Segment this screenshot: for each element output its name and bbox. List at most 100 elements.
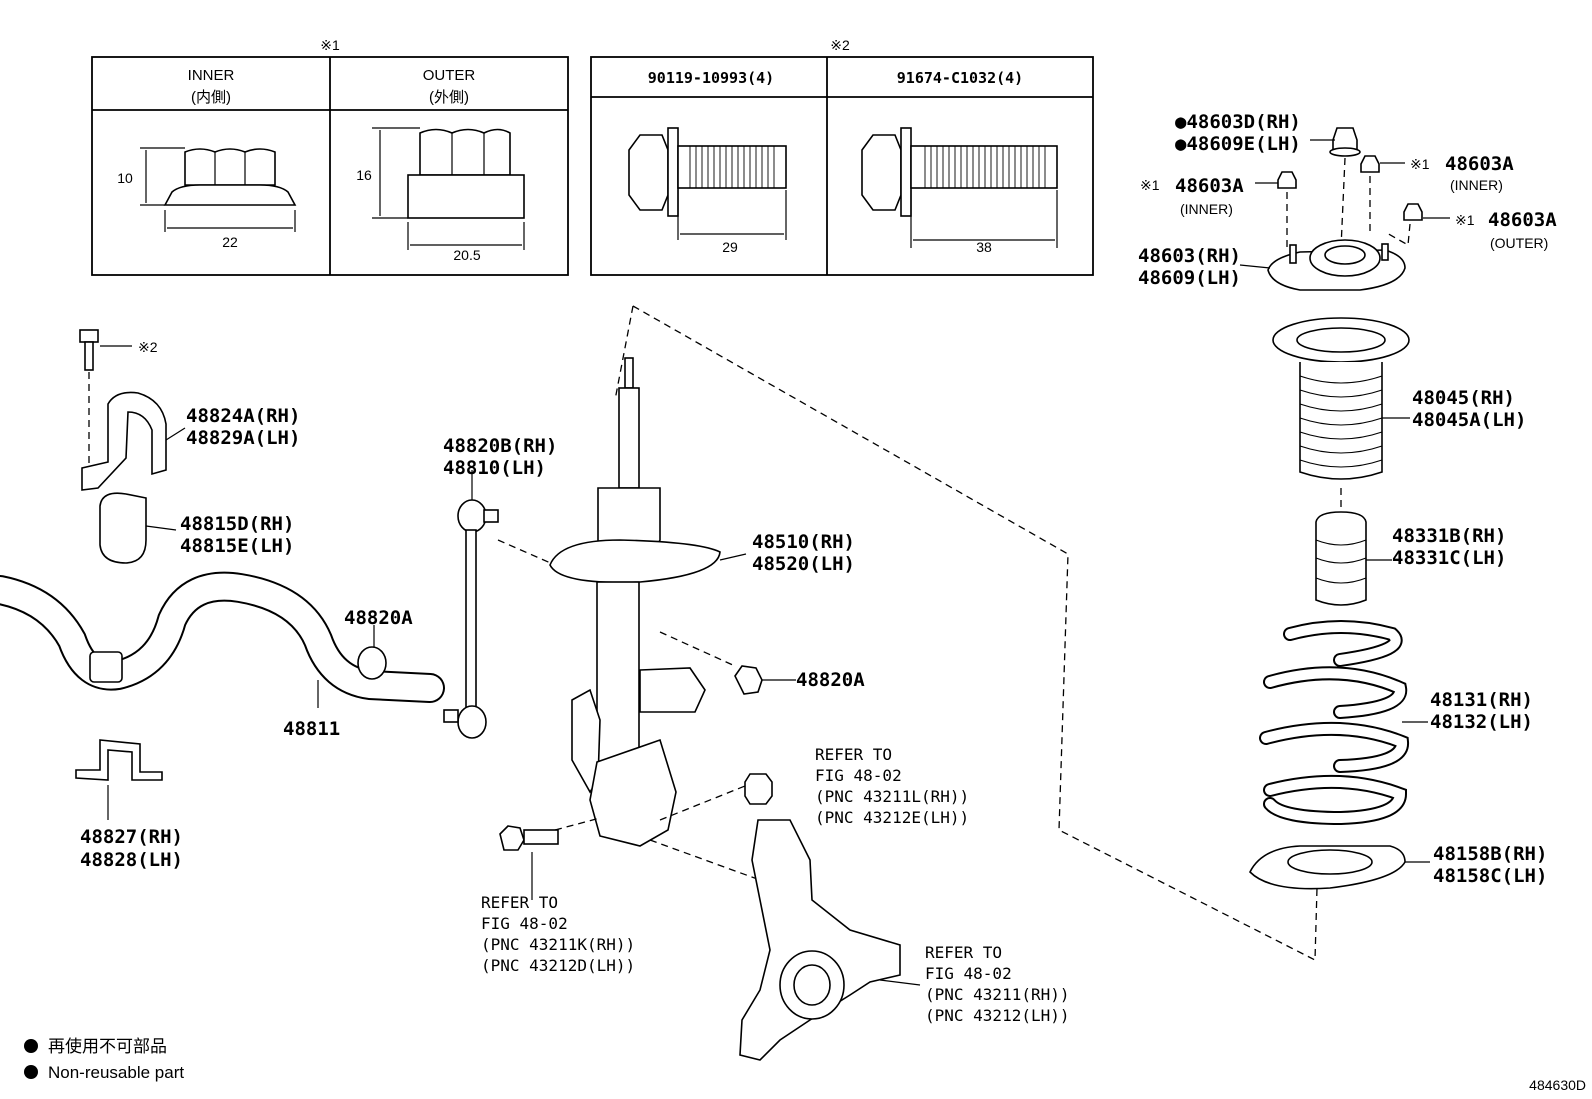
upper-nut-icon [1332,127,1358,151]
label-48609E: ●48609E(LH) [1175,133,1301,155]
stabilizer-link-48820B [443,470,556,739]
upper-mount-nut-group [1255,127,1450,250]
bolt1-drawing [628,127,787,240]
bullet-icon [24,1065,38,1079]
nut-outer-icon [1403,203,1423,221]
nut-inner-a-icon [1277,171,1297,189]
legend-jp: 再使用不可部品 [48,1036,167,1056]
knuckle-bolt [499,825,559,900]
label-inner-a: (INNER) [1450,177,1503,193]
label-48158B: 48158B(RH) [1433,843,1547,865]
label-48603A-b: 48603A [1175,175,1244,197]
label-48820B: 48820B(RH) [443,435,557,457]
marker-1c: ※1 [1455,212,1475,228]
legend-en: Non-reusable part [48,1063,184,1082]
ref1-line3: (PNC 43211L(RH)) [815,787,969,806]
figure-code: 484630D [1529,1077,1586,1093]
ref2-line3: (PNC 43211K(RH)) [481,935,635,954]
ref2-line2: FIG 48-02 [481,914,568,933]
inner-nut-drawing [140,147,297,232]
bolt2-drawing [861,127,1058,248]
table2-marker: ※2 [830,37,850,53]
dim-inner-width: 22 [222,234,238,250]
label-48811: 48811 [283,718,340,740]
marker-1b: ※1 [1140,177,1160,193]
dim-bolt2-length: 38 [976,239,992,255]
nut-48820A-right [734,665,796,695]
spring-seat-48158 [1249,845,1430,890]
ref3-line3: (PNC 43211(RH)) [925,985,1070,1004]
outer-header: OUTER [423,67,476,84]
coil-spring-48131 [1259,620,1428,826]
label-48331B: 48331B(RH) [1392,525,1506,547]
label-48603: 48603(RH) [1138,245,1241,267]
bushing-48815D [99,492,177,564]
dim-outer-width: 20.5 [453,247,480,263]
bracket-48827 [75,739,163,820]
bump-stop-48331 [1315,488,1392,606]
label-48045: 48045(RH) [1412,387,1515,409]
inner-header: INNER [188,67,235,84]
outer-header-jp: (外側) [429,89,469,106]
label-48827: 48827(RH) [80,826,183,848]
label-48829A: 48829A(LH) [186,427,300,449]
table-nut-dimensions: ※1 INNER (内側) OUTER (外側) 10 22 [91,37,569,276]
bracket-48824A [81,391,186,491]
dim-outer-height: 16 [356,167,372,183]
dim-bolt1-length: 29 [722,239,738,255]
outer-nut-drawing [372,127,525,250]
ref3-line2: FIG 48-02 [925,964,1012,983]
label-48815D: 48815D(RH) [180,513,294,535]
label-48820A-right: 48820A [796,669,865,691]
label-48815E: 48815E(LH) [180,535,294,557]
nut-48820A-left [357,625,387,680]
strut-assembly-48510 [549,357,761,881]
label-48510: 48510(RH) [752,531,855,553]
label-48331C: 48331C(LH) [1392,547,1506,569]
ref1-line2: FIG 48-02 [815,766,902,785]
strut-mount-48603 [1239,239,1406,291]
label-outer-c: (OUTER) [1490,235,1548,251]
label-48603D: ●48603D(RH) [1175,111,1301,133]
label-48131: 48131(RH) [1430,689,1533,711]
ref2-line4: (PNC 43212D(LH)) [481,956,635,975]
bellows-48045 [1272,317,1410,480]
label-48603A-a: 48603A [1445,153,1514,175]
stabilizer-bolt-group [79,329,132,470]
label-48810: 48810(LH) [443,457,546,479]
assembly-outline [632,305,1318,962]
stabilizer-bar-48811 [0,571,445,708]
reference-block-2: REFER TO FIG 48-02 (PNC 43211K(RH)) (PNC… [481,893,635,975]
label-inner-b: (INNER) [1180,201,1233,217]
nut-inner-b-icon [1360,155,1380,173]
reference-block-3: REFER TO FIG 48-02 (PNC 43211(RH)) (PNC … [925,943,1070,1025]
label-48045A: 48045A(LH) [1412,409,1526,431]
inner-header-jp: (内側) [191,89,231,106]
label-48609: 48609(LH) [1138,267,1241,289]
ref1-line4: (PNC 43212E(LH)) [815,808,969,827]
ref3-line1: REFER TO [925,943,1002,962]
label-48520: 48520(LH) [752,553,855,575]
ref3-line4: (PNC 43212(LH)) [925,1006,1070,1025]
reference-block-1: REFER TO FIG 48-02 (PNC 43211L(RH)) (PNC… [815,745,969,827]
label-48828: 48828(LH) [80,849,183,871]
steering-knuckle [739,819,921,1061]
table1-marker: ※1 [320,37,340,53]
ref2-line1: REFER TO [481,893,558,912]
label-48820A-left: 48820A [344,607,413,629]
marker-1a: ※1 [1410,156,1430,172]
dim-inner-height: 10 [117,170,133,186]
ref1-line1: REFER TO [815,745,892,764]
label-48824A: 48824A(RH) [186,405,300,427]
label-48158C: 48158C(LH) [1433,865,1547,887]
bolt1-header: 90119-10993(4) [648,69,774,87]
bolt-head-icon [79,329,99,343]
bolt2-header: 91674-C1032(4) [897,69,1023,87]
marker-2: ※2 [138,339,158,355]
table-bolt-dimensions: ※2 90119-10993(4) 91674-C1032(4) 29 [590,37,1094,276]
bullet-icon [24,1039,38,1053]
knuckle-nut [744,773,773,805]
legend: 再使用不可部品 Non-reusable part [24,1036,184,1082]
label-48603A-c: 48603A [1488,209,1557,231]
